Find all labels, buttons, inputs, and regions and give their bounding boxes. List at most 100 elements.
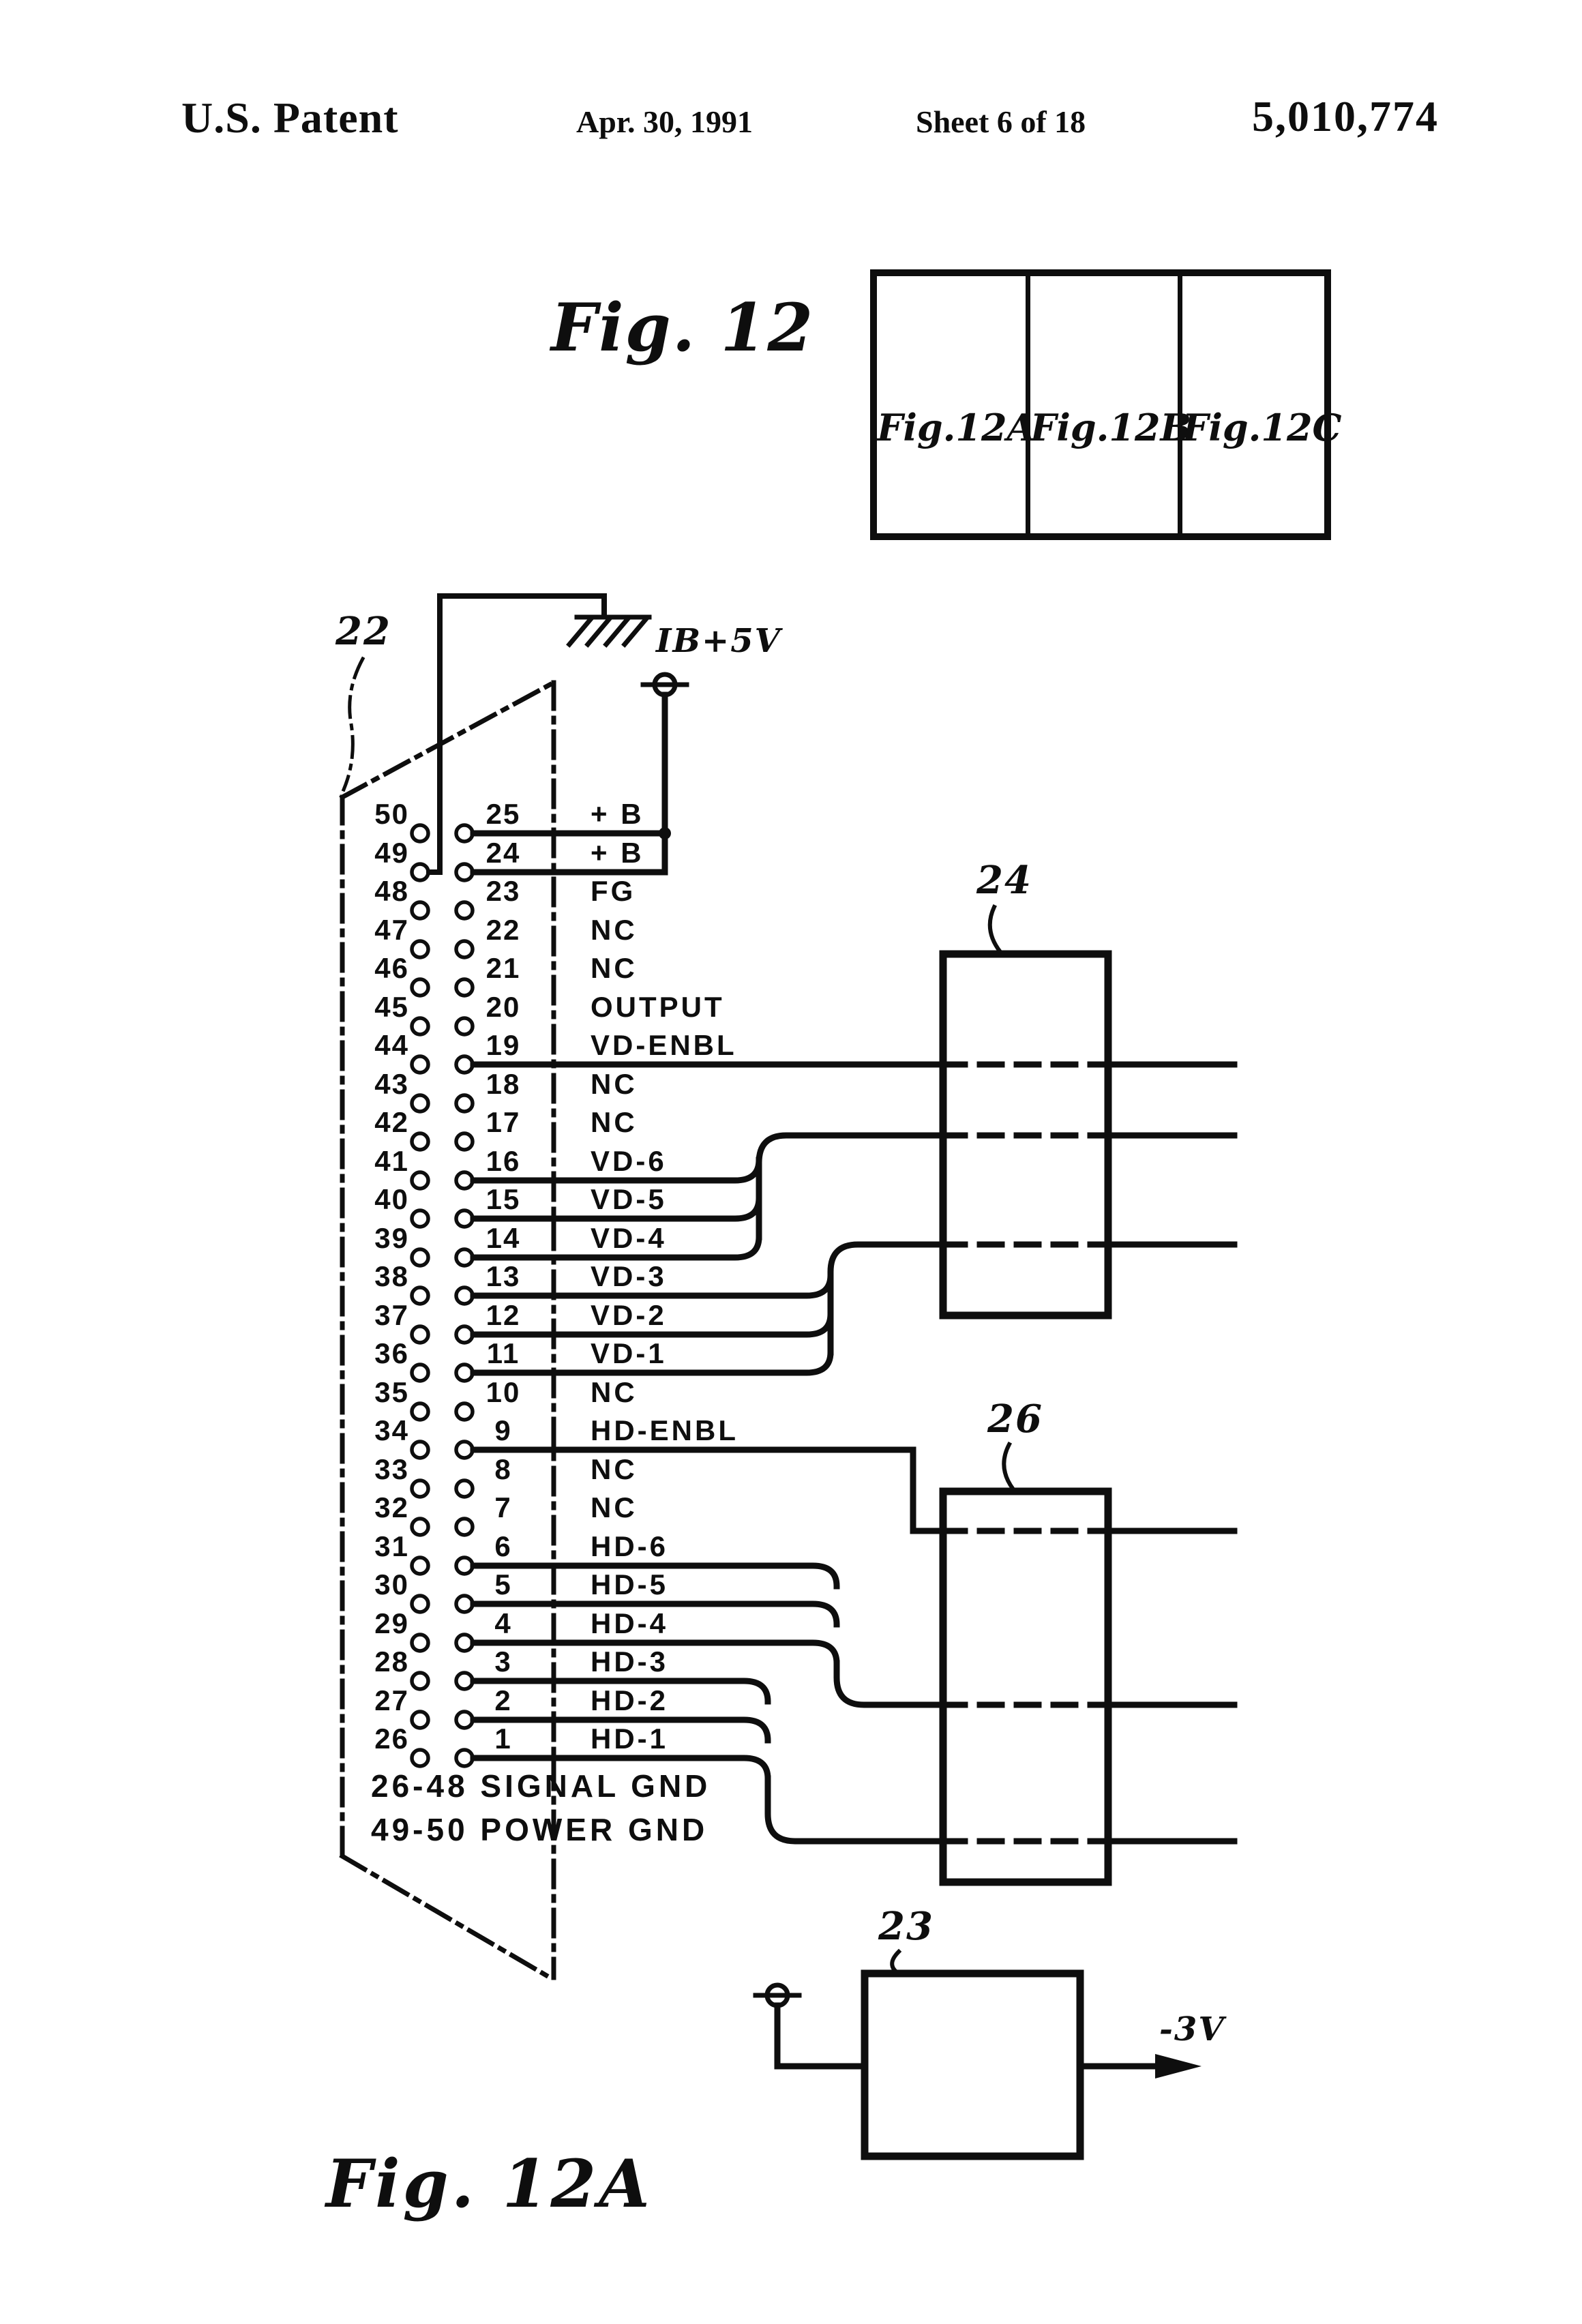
- key-cell-12c: Fig.12C: [1182, 276, 1342, 533]
- supply-voltage-label: IB+5V: [656, 622, 781, 660]
- block-24-leader-line: [987, 904, 1004, 955]
- block-26-leader-line: [1002, 1441, 1017, 1493]
- pin-number: 8: [494, 1453, 512, 1485]
- pin-number: 10: [486, 1376, 521, 1408]
- patent-number: 5,010,774: [1252, 92, 1439, 140]
- pin-signal: VD-ENBL: [591, 1029, 737, 1061]
- pin-signal: HD-6: [591, 1530, 669, 1562]
- shell-pin-number: 30: [374, 1568, 409, 1600]
- pin-signal: VD-6: [591, 1145, 667, 1177]
- key-label-12b: Fig.12B: [1030, 406, 1192, 449]
- sub-figure-label: Fig. 12A: [326, 2145, 653, 2222]
- key-divider: [1026, 276, 1030, 533]
- key-cell-12a: Fig.12A: [877, 276, 1036, 533]
- shell-pin-number: 46: [374, 952, 409, 984]
- pin-number: 15: [486, 1183, 521, 1215]
- shell-pin-number: 50: [374, 798, 409, 830]
- pin-signal: + B: [591, 837, 644, 869]
- pin-signal: HD-3: [591, 1645, 669, 1678]
- pin-number: 17: [486, 1106, 521, 1138]
- shell-pin-number: 37: [374, 1299, 409, 1331]
- wire-bundle-hd654: [470, 1562, 946, 1708]
- pin-number: 3: [494, 1645, 512, 1678]
- figure-title: Fig. 12: [551, 289, 815, 366]
- junction-dot: [659, 827, 671, 839]
- patent-date: Apr. 30, 1991: [576, 104, 753, 139]
- pin-number: 1: [494, 1723, 512, 1755]
- pin-row: 26 1 HD-1: [0, 1723, 1582, 1755]
- shell-pin-number: 42: [374, 1106, 409, 1138]
- wire-bundle-vd654: [470, 1132, 946, 1261]
- signal-gnd-note: 26-48 SIGNAL GND: [371, 1768, 711, 1804]
- wire-bundle-vd321: [470, 1241, 946, 1376]
- patent-title: U.S. Patent: [181, 93, 399, 142]
- block-23-input-wire: [774, 2002, 868, 2070]
- callout-26: 26: [987, 1397, 1043, 1442]
- pin-signal: VD-3: [591, 1260, 667, 1292]
- pin-number: 7: [494, 1491, 512, 1523]
- pin-signal: NC: [591, 1106, 638, 1138]
- shell-pin-number: 26: [374, 1723, 409, 1755]
- shell-pin-number: 28: [374, 1645, 409, 1678]
- pin-signal: VD-1: [591, 1337, 667, 1369]
- pin-signal: HD-1: [591, 1723, 669, 1755]
- pin-signal: NC: [591, 1376, 638, 1408]
- pin-number: 5: [494, 1568, 512, 1600]
- arrow-right-icon: [1155, 2054, 1202, 2079]
- pin-number: 13: [486, 1260, 521, 1292]
- shell-pin-number: 40: [374, 1183, 409, 1215]
- block-23: [861, 1969, 1084, 2160]
- pin-number: 4: [494, 1607, 512, 1639]
- block-24-output-wires: [1105, 1061, 1238, 1248]
- shell-pin-number: 44: [374, 1029, 409, 1061]
- pin-number: 11: [486, 1337, 520, 1369]
- ground-wire: [426, 593, 607, 875]
- shell-pin-number: 39: [374, 1222, 409, 1254]
- pin-signal: NC: [591, 1068, 638, 1100]
- pin-number: 25: [486, 798, 521, 830]
- pin-row: 49 24 + B: [0, 837, 1582, 869]
- shell-pin-number: 38: [374, 1260, 409, 1292]
- pin-signal: VD-5: [591, 1183, 667, 1215]
- shell-pin-number: 27: [374, 1684, 409, 1716]
- key-label-12a: Fig.12A: [877, 406, 1036, 449]
- connector-leader-line: [341, 656, 365, 792]
- pin-signal: NC: [591, 914, 638, 946]
- connector-outline: [339, 679, 557, 1982]
- pin-signal: HD-ENBL: [591, 1414, 738, 1446]
- shell-pin-number: 33: [374, 1453, 409, 1485]
- block-26-output-wires: [1105, 1528, 1238, 1845]
- block-24-pass-through: [940, 1061, 1111, 1248]
- callout-24: 24: [976, 858, 1032, 903]
- pin-row: 44 19 VD-ENBL: [0, 1029, 1582, 1062]
- shell-pin-number: 31: [374, 1530, 409, 1562]
- pin-number: 21: [486, 952, 521, 984]
- shell-pin-number: 36: [374, 1337, 409, 1369]
- pin-number: 19: [486, 1029, 521, 1061]
- shell-pin-number: 35: [374, 1376, 409, 1408]
- block-23-leader-line: [890, 1948, 902, 1976]
- wire-hd-enbl: [470, 1446, 946, 1534]
- pin-row: 28 3 HD-3: [0, 1645, 1582, 1678]
- pin-number: 24: [486, 837, 521, 869]
- pin-number: 2: [494, 1684, 512, 1716]
- pin-row: 38 13 VD-3: [0, 1260, 1582, 1293]
- shell-pin-number: 49: [374, 837, 409, 869]
- callout-22: 22: [335, 609, 391, 654]
- pin-signal: VD-2: [591, 1299, 667, 1331]
- pin-signal: VD-4: [591, 1222, 667, 1254]
- pin-row: 35 10 NC: [0, 1376, 1582, 1409]
- pin-signal: NC: [591, 952, 638, 984]
- shell-pin-number: 43: [374, 1068, 409, 1100]
- pin-row: 40 15 VD-5: [0, 1183, 1582, 1216]
